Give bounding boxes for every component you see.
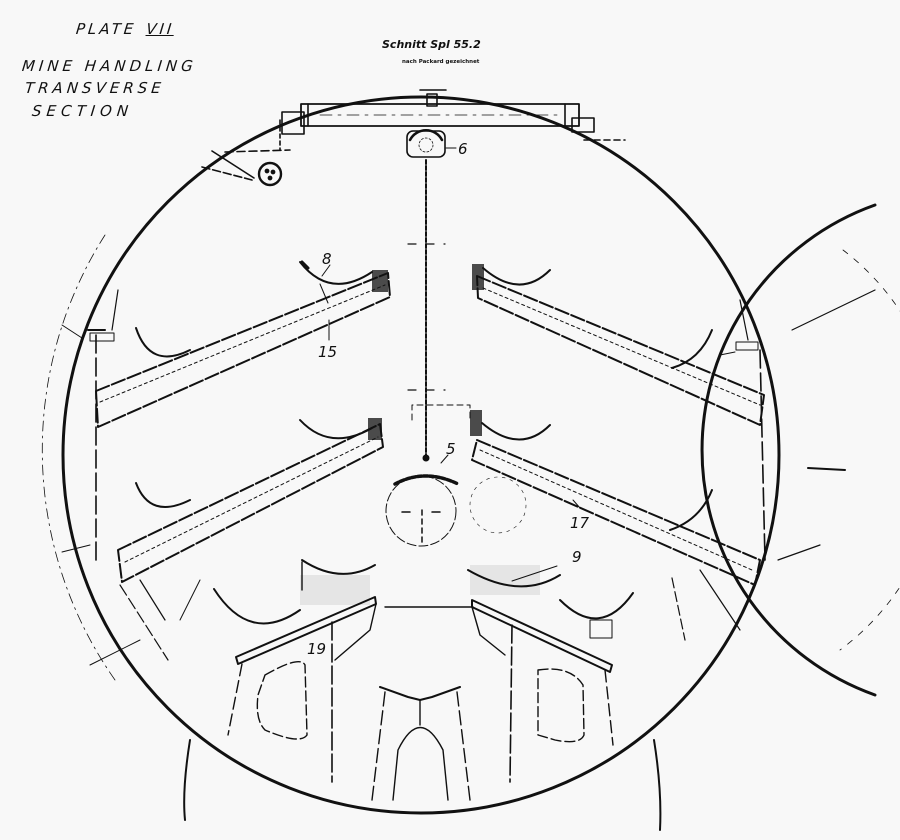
mine-cradle-right (467, 565, 634, 783)
drawing-reference: Schnitt Spl 55.2 (382, 38, 481, 51)
roller-assembly (201, 119, 291, 187)
trolley-assembly (406, 129, 457, 158)
mine-rail-right-upper (472, 264, 766, 561)
adjacent-hull-arc (700, 203, 877, 697)
pressure-hull-circle (61, 95, 781, 815)
center-pedestal (371, 686, 471, 801)
overhead-rail (281, 89, 626, 141)
part-label-15: 15 (318, 343, 338, 361)
mine-rail-right-lower (470, 410, 761, 641)
part-label-6: 6 (458, 140, 468, 158)
lower-hull-arc (183, 739, 191, 821)
mine-rail-left-upper (87, 260, 391, 561)
mine-outline (385, 474, 460, 547)
part-label-17: 17 (570, 514, 590, 532)
mine-cradle-left (213, 559, 474, 783)
mine-rail-left-lower (117, 418, 384, 661)
part-label-9: 9 (572, 548, 582, 566)
part-label-19: 19 (307, 640, 327, 658)
part-label-8: 8 (322, 250, 332, 268)
drawing-subtitle: nach Packard gezeichnet (402, 59, 480, 65)
part-label-5: 5 (446, 440, 456, 458)
